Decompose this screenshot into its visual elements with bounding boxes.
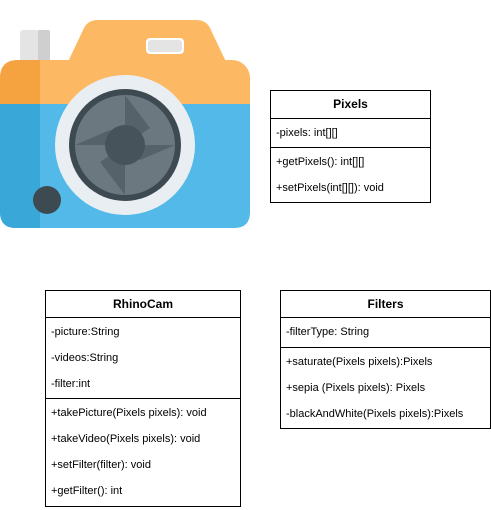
rhinocam-attributes: -picture:String -videos:String -filter:i…	[46, 318, 240, 399]
filters-class-name: Filters	[281, 291, 490, 318]
rhinocam-method: +getFilter(): int	[51, 485, 123, 497]
pixels-method: +getPixels(): int[][]	[276, 156, 365, 168]
pixels-methods: +getPixels(): int[][] +setPixels(int[][]…	[271, 148, 430, 201]
rhinocam-attribute: -videos:String	[51, 352, 119, 364]
rhinocam-method: +takePicture(Pixels pixels): void	[51, 407, 207, 419]
pixels-class-box[interactable]: Pixels -pixels: int[][] +getPixels(): in…	[270, 90, 431, 203]
filters-attributes: -filterType: String	[281, 318, 490, 348]
filters-method: -blackAndWhite(Pixels pixels):Pixels	[286, 408, 464, 420]
filters-method: +saturate(Pixels pixels):Pixels	[286, 356, 433, 368]
filters-method: +sepia (Pixels pixels): Pixels	[286, 382, 426, 394]
rhinocam-class-box[interactable]: RhinoCam -picture:String -videos:String …	[45, 290, 241, 507]
rhinocam-class-name: RhinoCam	[46, 291, 240, 318]
pixels-attribute: -pixels: int[][]	[276, 127, 338, 139]
rhinocam-method: +setFilter(filter): void	[51, 459, 151, 471]
rhinocam-methods: +takePicture(Pixels pixels): void +takeV…	[46, 399, 240, 504]
rhinocam-attribute: -filter:int	[51, 378, 91, 390]
filters-class-box[interactable]: Filters -filterType: String +saturate(Pi…	[280, 290, 491, 429]
filters-attribute: -filterType: String	[286, 326, 370, 338]
pixels-method: +setPixels(int[][]): void	[276, 182, 384, 194]
camera-icon	[0, 20, 250, 228]
pixels-attributes: -pixels: int[][]	[271, 119, 430, 148]
pixels-class-name: Pixels	[271, 91, 430, 119]
rhinocam-attribute: -picture:String	[51, 326, 120, 338]
rhinocam-method: +takeVideo(Pixels pixels): void	[51, 433, 201, 445]
filters-methods: +saturate(Pixels pixels):Pixels +sepia (…	[281, 348, 490, 427]
